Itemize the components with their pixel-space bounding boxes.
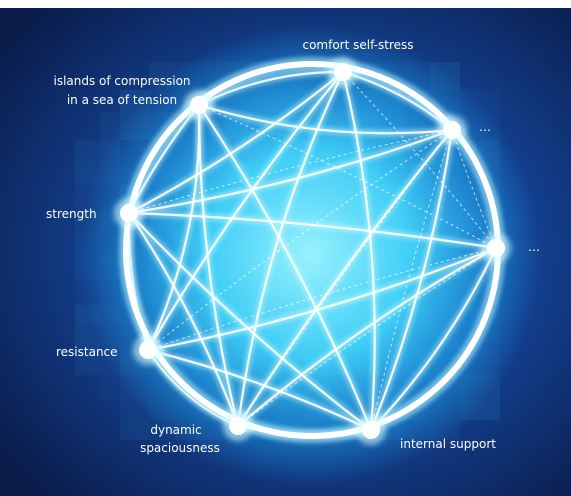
label-internal-support: internal support [400,437,496,451]
label-islands-of-compression-line2: in a sea of tension [67,93,177,107]
connection-line [128,71,344,214]
label-ellipsis-right: … [528,240,540,254]
node-internal [362,421,380,439]
connection-line [128,212,240,427]
node-resist [139,341,157,359]
label-dynamic-line2: spaciousness [140,441,220,455]
connection-line [128,211,497,250]
connection-line [147,348,372,431]
label-comfort-self-stress: comfort self-stress [302,38,413,52]
connection-line [370,247,497,431]
label-resistance: resistance [56,345,118,359]
dashed-connection-line [370,129,453,431]
connection-line [128,212,372,431]
connection-line [341,71,376,431]
connection-line [147,71,344,351]
connection-line [369,129,454,431]
label-dynamic-line1: dynamic [150,423,201,437]
grid-tile [100,112,120,140]
grid-tile [75,350,100,375]
dashed-connection-line [198,104,497,249]
dashed-connection-line [342,71,497,249]
connection-line [237,247,497,427]
nodes [114,57,511,445]
grid-tile [75,140,100,165]
node-dynamic [229,417,247,435]
label-strength: strength [46,207,97,221]
top-white-strip [0,0,571,8]
connection-line [237,129,453,427]
node-topright [443,121,461,139]
connection-line [128,128,453,215]
dashed-connection-line [128,129,453,214]
grid-tile [120,420,150,440]
node-right [487,239,505,257]
dashed-connection-line [147,129,453,351]
connection-line [147,246,497,352]
label-islands-of-compression-line1: islands of compression [53,74,190,88]
connection-line [236,71,344,427]
dashed-connection-line [237,247,497,427]
node-islands [190,96,208,114]
labels: comfort self-stress islands of compressi… [46,38,540,455]
dashed-connection-line [147,247,497,351]
node-strength [120,204,138,222]
connection-line [198,104,373,431]
connection-line [198,103,453,135]
connection-line [197,104,240,427]
node-comfort [334,63,352,81]
label-ellipsis-top: … [479,120,491,134]
